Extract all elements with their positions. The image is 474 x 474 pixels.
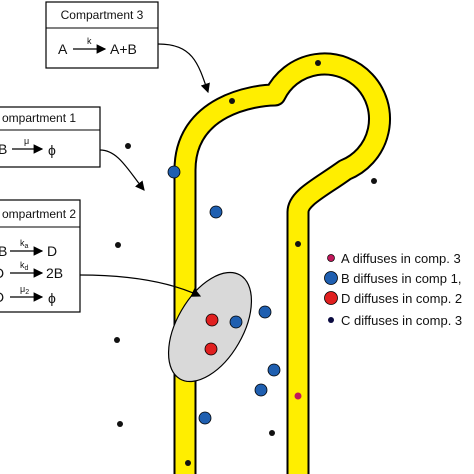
cell-membrane — [173, 52, 391, 474]
legend-label-a: A diffuses in comp. 3 — [341, 251, 461, 266]
compartment-1-rate: μ — [24, 136, 29, 146]
reaction-3-reactant: D — [0, 289, 4, 305]
molecule-d — [205, 313, 219, 327]
molecule-b — [258, 305, 272, 319]
legend-marker-a — [327, 254, 335, 262]
legend-marker-c — [328, 317, 334, 323]
compartment-3-reactant: A — [58, 41, 68, 57]
molecule-d — [204, 342, 218, 356]
compartment-3-rate: k — [87, 36, 92, 46]
reaction-2-reactant: D — [0, 265, 4, 281]
legend-label-c: C diffuses in comp. 3 — [341, 313, 462, 328]
molecule-a — [294, 392, 302, 400]
molecule-c — [125, 143, 131, 149]
reaction-1-reactant: B — [0, 243, 7, 259]
molecule-c — [295, 241, 301, 247]
compartment-1-title: ompartment 1 — [2, 111, 76, 125]
reaction-3-product: ϕ — [48, 290, 56, 306]
legend-label-d: D diffuses in comp. 2 — [341, 291, 462, 306]
molecule-c — [115, 242, 121, 248]
molecule-b — [167, 165, 181, 179]
molecule-c — [117, 421, 123, 427]
reaction-1-rate: ka — [20, 238, 29, 250]
reaction-1-product: D — [47, 243, 57, 259]
compartment-3-box: Compartment 3 A k A+B — [45, 1, 159, 69]
molecule-b — [267, 363, 281, 377]
pointer-arrow-compartment-1 — [99, 149, 145, 191]
reaction-2-product: 2B — [46, 265, 63, 281]
pointer-arrow-compartment-2 — [79, 274, 202, 297]
legend-label-b: B diffuses in comp 1, — [341, 271, 461, 286]
reaction-2-rate: kd — [20, 260, 29, 272]
molecule-c — [229, 98, 235, 104]
compartment-3-product: A+B — [110, 41, 137, 57]
legend: A diffuses in comp. 3 B diffuses in comp… — [324, 251, 462, 328]
molecule-c — [269, 430, 275, 436]
molecule-c — [371, 178, 377, 184]
molecule-b — [198, 411, 212, 425]
compartment-1-box: ompartment 1 B μ ϕ — [0, 106, 101, 168]
molecule-b — [209, 205, 223, 219]
molecule-b — [229, 315, 243, 329]
molecules — [114, 60, 377, 466]
pointer-arrow-compartment-3 — [157, 43, 210, 94]
compartment-2-title: ompartment 2 — [2, 207, 76, 221]
legend-marker-b — [324, 271, 338, 285]
reaction-3-rate: μ2 — [20, 284, 29, 296]
molecule-c — [185, 460, 191, 466]
molecule-c — [315, 60, 321, 66]
membrane-band — [173, 52, 391, 474]
compartment-1-reactant: B — [0, 141, 7, 157]
molecule-b — [254, 383, 268, 397]
compartment-2-region — [167, 271, 253, 383]
compartment-1-product: ϕ — [48, 142, 56, 158]
membrane-band-fill — [175, 54, 389, 474]
compartment-3-title: Compartment 3 — [61, 8, 144, 22]
molecule-c — [114, 337, 120, 343]
compartment-2-box: ompartment 2 B ka D D kd 2B D μ2 ϕ — [0, 199, 81, 313]
legend-marker-d — [324, 291, 338, 305]
